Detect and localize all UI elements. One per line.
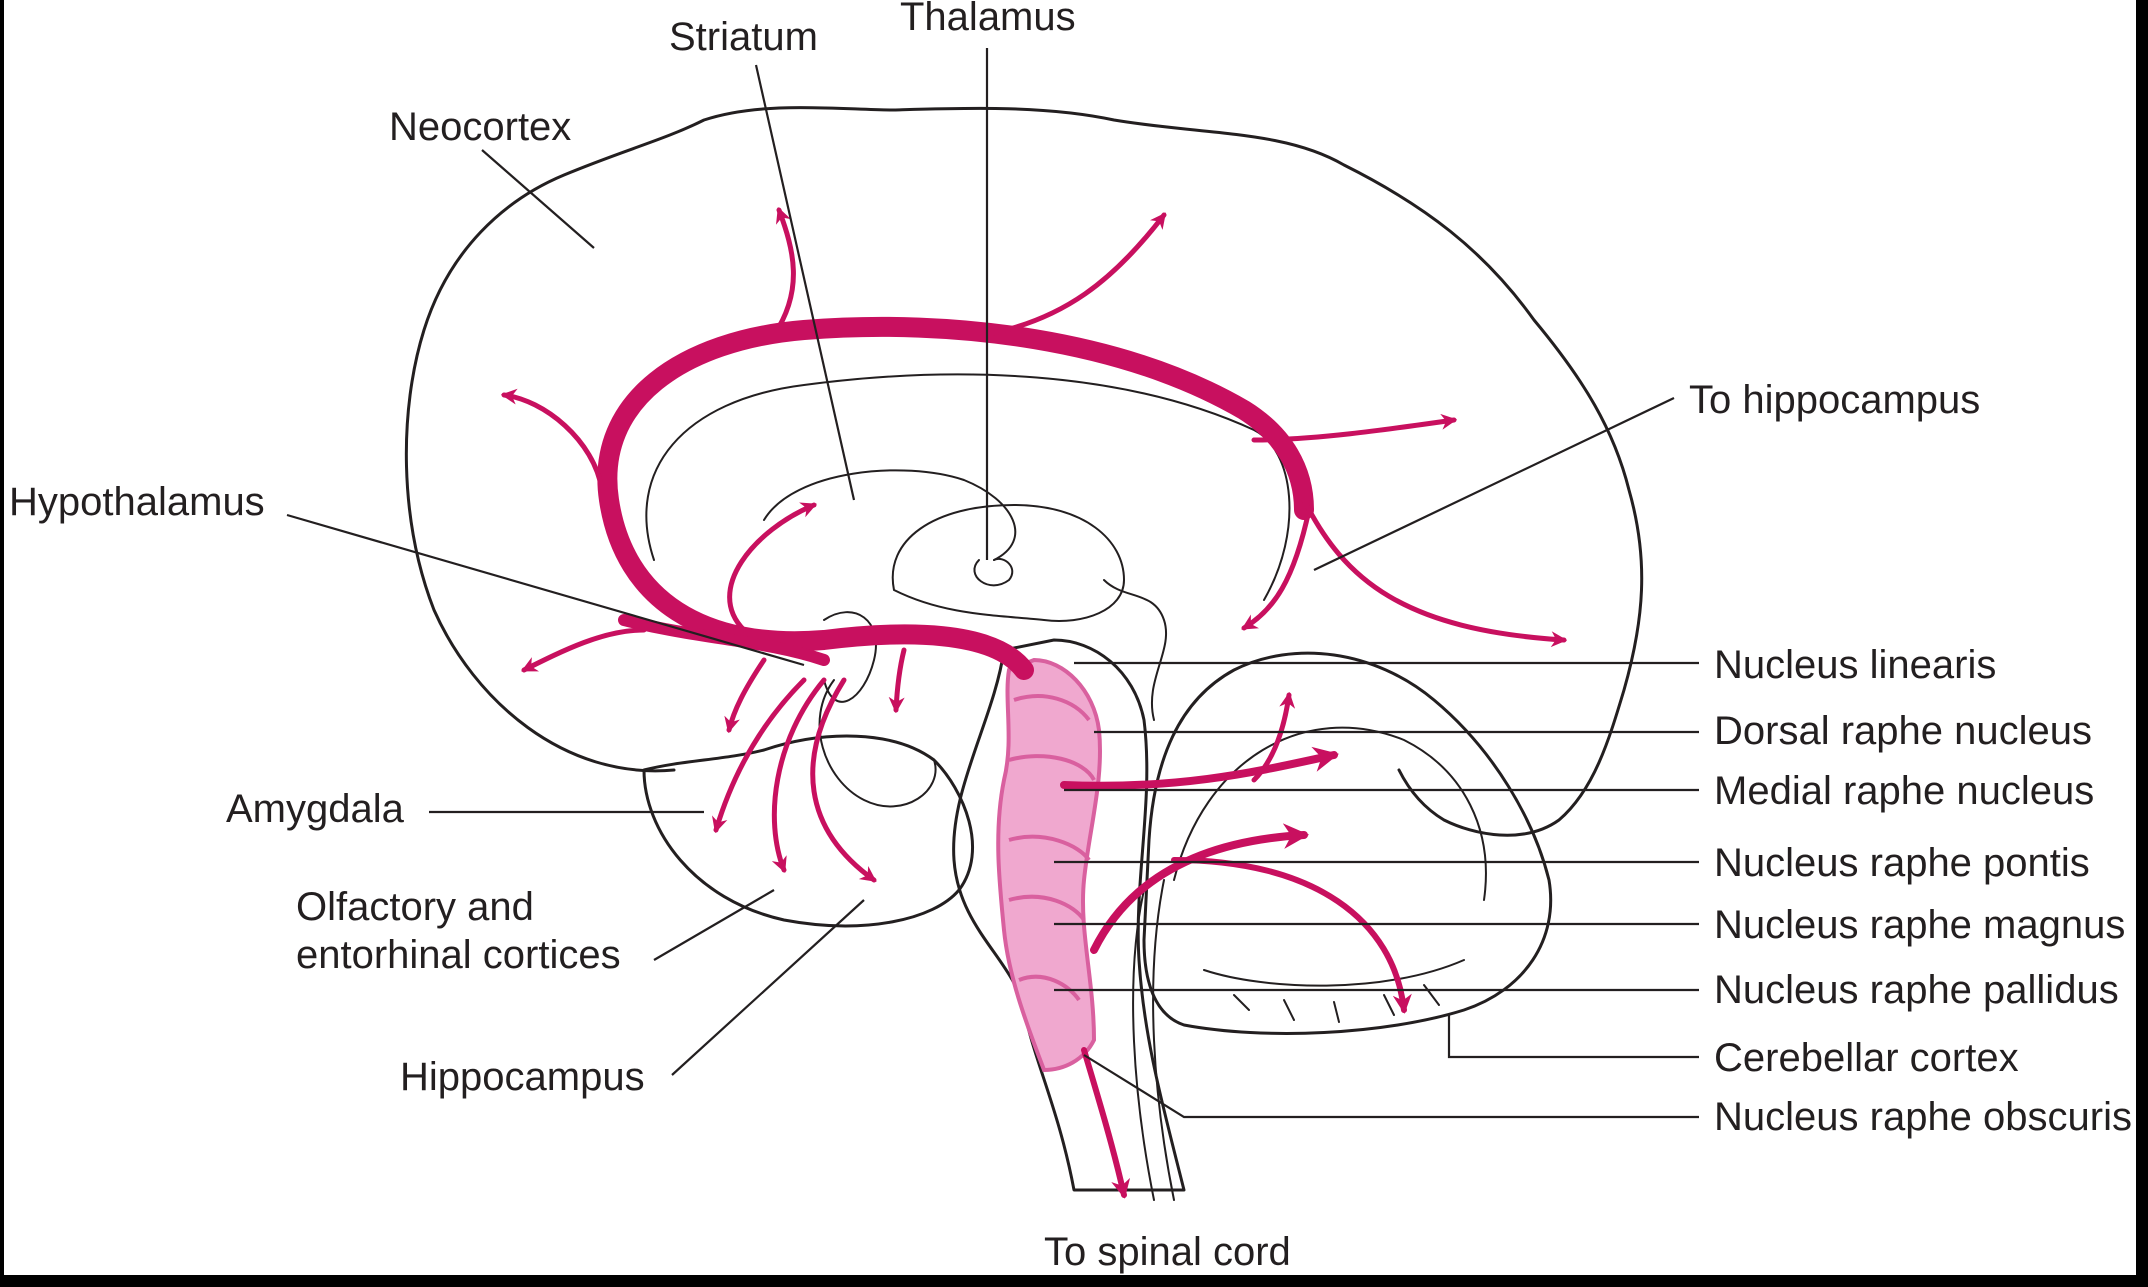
thalamus-outline [891, 503, 1126, 622]
raphe-nuclei-column [996, 657, 1102, 1073]
label-dorsal-raphe-nucleus: Dorsal raphe nucleus [1714, 709, 2092, 753]
label-medial-raphe-nucleus: Medial raphe nucleus [1714, 769, 2094, 813]
label-nucleus-linearis: Nucleus linearis [1714, 643, 1996, 687]
cerebellum-outline [1142, 651, 1553, 1035]
label-amygdala: Amygdala [226, 787, 405, 831]
label-nucleus-raphe-pallidus: Nucleus raphe pallidus [1714, 968, 2119, 1012]
label-nucleus-raphe-obscuris: Nucleus raphe obscuris [1714, 1095, 2132, 1139]
main-pathway [597, 316, 1314, 680]
label-hypothalamus: Hypothalamus [9, 480, 265, 524]
hypothalamic-pathway [618, 614, 830, 666]
serotonin-pathways-diagram: Striatum Thalamus Neocortex To hippocamp… [9, 0, 2132, 1274]
label-to-spinal-cord: To spinal cord [1044, 1230, 1291, 1274]
label-olfactory-line2: entorhinal cortices [296, 933, 621, 977]
diagram-canvas: Striatum Thalamus Neocortex To hippocamp… [4, 0, 2136, 1275]
label-hippocampus: Hippocampus [400, 1055, 645, 1099]
spinal-cord-lines [1132, 879, 1175, 1201]
hypothalamus-outline [823, 611, 877, 703]
cerebellum-folia [1203, 959, 1465, 1023]
striatum-outline [763, 469, 1017, 561]
label-striatum: Striatum [669, 15, 818, 59]
label-nucleus-raphe-pontis: Nucleus raphe pontis [1714, 841, 2090, 885]
label-cerebellar-cortex: Cerebellar cortex [1714, 1036, 2019, 1080]
cerebrum-outline [404, 106, 1644, 837]
temporal-lobe-outline [642, 734, 975, 928]
label-to-hippocampus: To hippocampus [1689, 378, 1980, 422]
label-thalamus: Thalamus [900, 0, 1076, 39]
label-olfactory-line1: Olfactory and [296, 885, 534, 929]
midbrain-detail [1103, 579, 1167, 721]
fornix-outline [818, 679, 937, 808]
label-nucleus-raphe-magnus: Nucleus raphe magnus [1714, 903, 2125, 947]
projection-arrows [500, 207, 1568, 1199]
thalamus-curl [973, 557, 1014, 587]
corpus-callosum-inner [645, 373, 1291, 601]
cerebellum-inner [1173, 726, 1487, 901]
label-neocortex: Neocortex [389, 105, 571, 149]
leader-lines [286, 48, 1699, 1119]
